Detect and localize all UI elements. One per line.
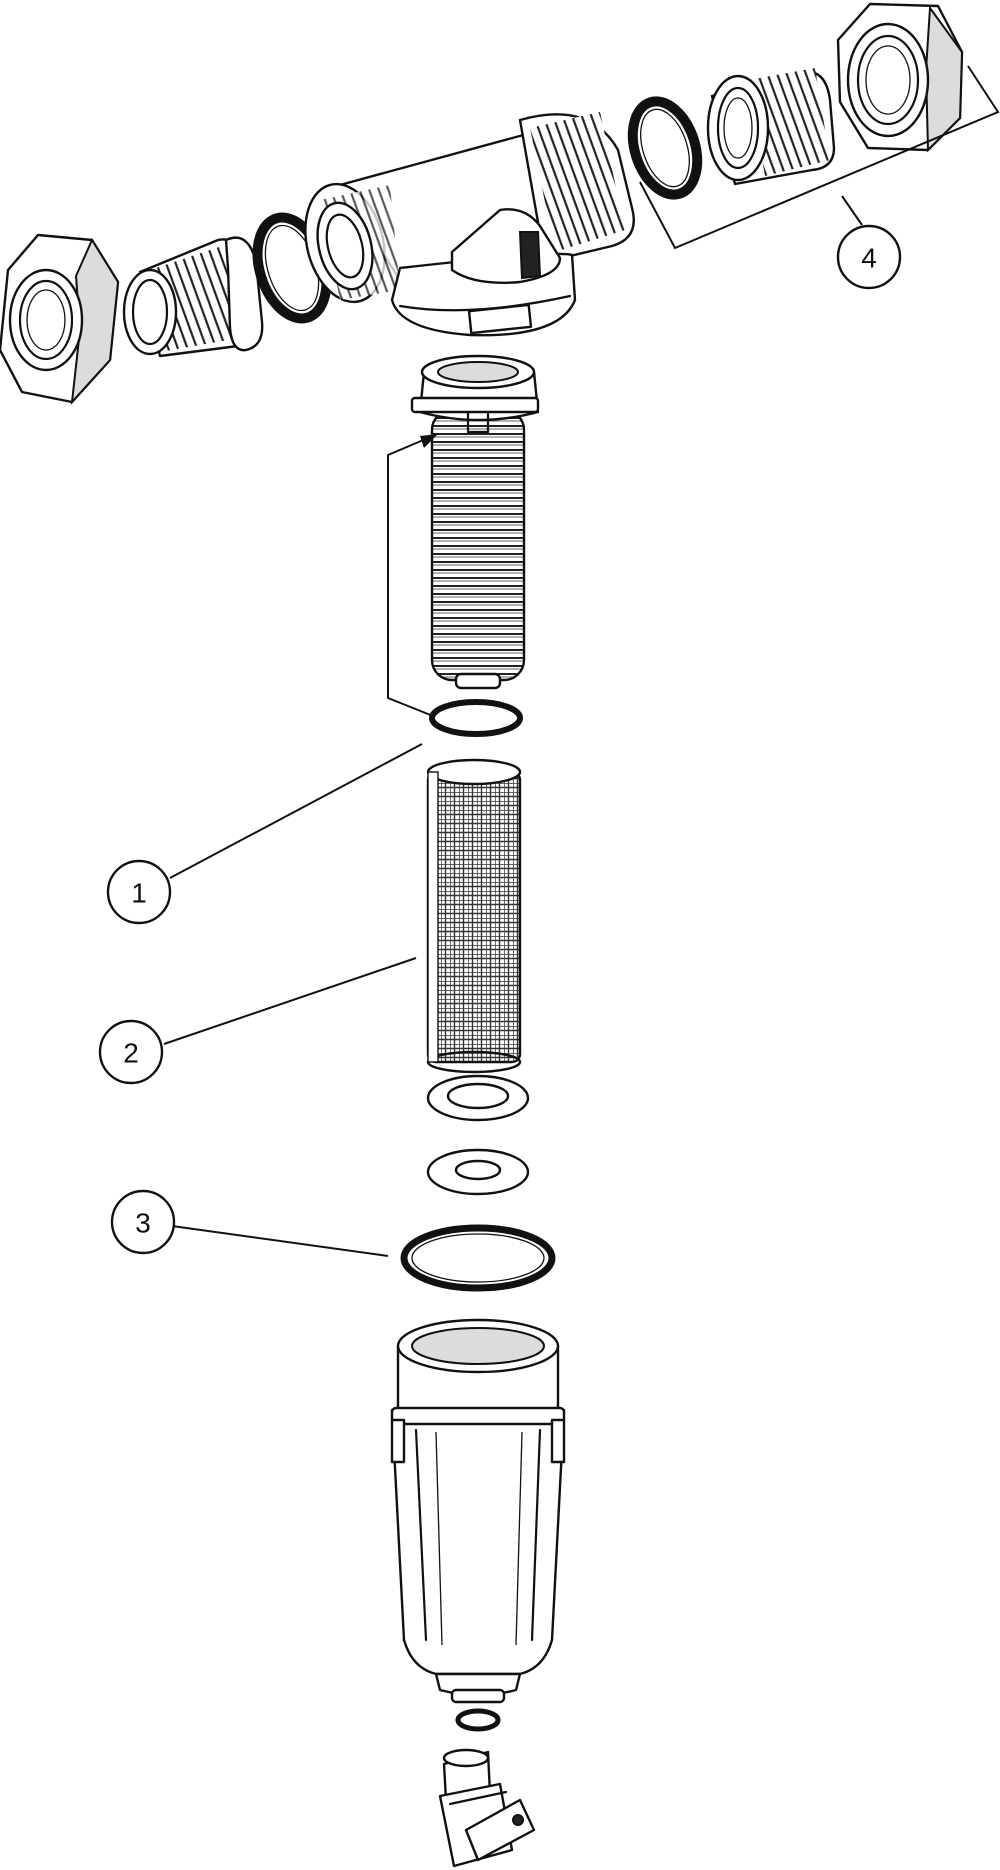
filter-insert xyxy=(410,354,540,690)
callout-3-leader xyxy=(171,1225,389,1257)
washer-upper xyxy=(426,1074,530,1122)
callout-1-leader xyxy=(169,743,423,879)
o-ring-3 xyxy=(400,1224,556,1292)
drain-valve xyxy=(438,1748,536,1868)
o-ring-top-right xyxy=(627,96,703,200)
callout-3-label: 3 xyxy=(135,1208,151,1239)
callout-3: 3 xyxy=(110,1189,176,1255)
o-ring-1 xyxy=(429,699,523,737)
tailpiece-right xyxy=(706,68,836,186)
filter-head-body xyxy=(304,112,635,337)
callout-4-label: 4 xyxy=(861,243,877,274)
union-nut-right xyxy=(836,2,964,153)
callout-2: 2 xyxy=(98,1019,164,1085)
callout-4: 4 xyxy=(836,224,902,290)
o-ring-drain xyxy=(455,1708,501,1732)
callout-2-label: 2 xyxy=(123,1038,139,1069)
tailpiece-left xyxy=(122,236,264,358)
callout-4-leader xyxy=(841,195,863,226)
filter-bowl xyxy=(390,1318,566,1704)
insertion-arrow xyxy=(387,437,439,719)
mesh-screen xyxy=(426,758,522,1074)
insertion-arrowhead xyxy=(420,434,438,448)
callout-1-label: 1 xyxy=(131,878,147,909)
washer-lower xyxy=(426,1148,530,1196)
callout-1: 1 xyxy=(106,859,172,925)
union-nut-left xyxy=(0,233,120,405)
callout-2-leader xyxy=(163,957,417,1045)
callout-4-bracket xyxy=(639,65,1000,250)
